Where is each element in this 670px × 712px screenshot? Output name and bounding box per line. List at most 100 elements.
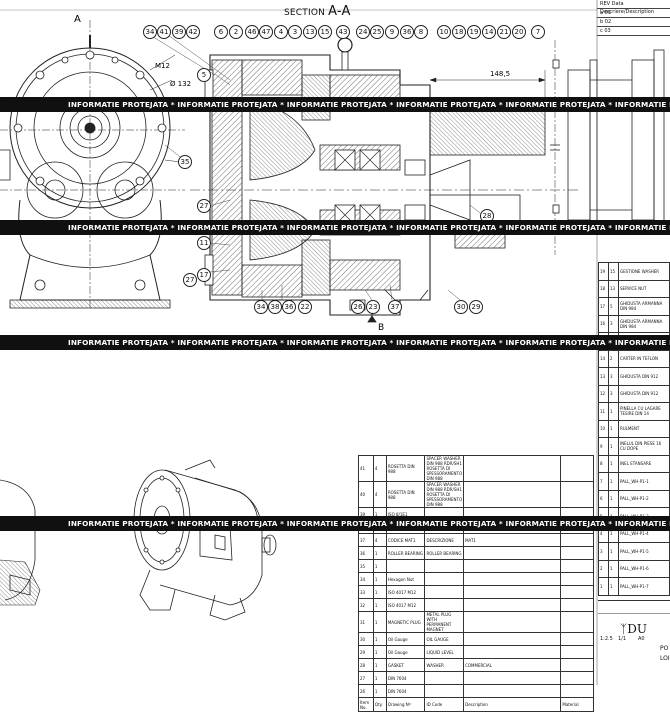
table-cell: GHIDUSTA DIN 912 <box>618 384 670 403</box>
table-cell: 1 <box>372 645 387 659</box>
table-cell: 6 <box>598 489 609 508</box>
table-cell: 1 <box>608 437 619 456</box>
dim-length: 148,5 <box>490 70 510 78</box>
item-balloon: 2 <box>229 25 243 39</box>
table-cell <box>424 585 465 599</box>
table-cell: 12 <box>598 384 609 403</box>
table-cell <box>560 585 594 599</box>
item-balloon: 47 <box>259 25 273 39</box>
isometric-view <box>0 459 277 621</box>
item-balloon: 17 <box>197 268 211 282</box>
table-cell <box>463 455 562 482</box>
table-cell: 1 <box>372 598 387 612</box>
table-cell <box>463 645 562 659</box>
item-balloon: 26 <box>351 300 365 314</box>
item-balloon: 20 <box>512 25 526 39</box>
table-cell: PINELLA CU LAGARE TESIRE DIN 14 <box>618 402 670 421</box>
table-cell: CARTER IN TEFLON <box>618 349 670 368</box>
table-header-cell: Description <box>463 697 562 712</box>
table-cell: PALL_WH-P1-6 <box>618 559 670 578</box>
item-balloon: 37 <box>388 300 402 314</box>
table-cell: WASHER <box>424 658 465 672</box>
table-cell: 9 <box>598 437 609 456</box>
table-cell: SERVICE NUT <box>618 279 670 298</box>
table-cell: ISO 4017 M12 <box>385 585 426 599</box>
table-cell: 15 <box>608 262 619 281</box>
item-balloon: 22 <box>298 300 312 314</box>
table-cell: 1 <box>608 419 619 438</box>
table-cell: METAL PLUG WITH PERMANENT MAGNET <box>424 611 465 633</box>
table-cell: 28 <box>358 658 374 672</box>
table-cell: 1 <box>372 632 387 646</box>
table-cell: 29 <box>358 645 374 659</box>
table-cell: INEL ETANSARE <box>618 454 670 473</box>
item-balloon: 27 <box>197 199 211 213</box>
sheet-value: 1/1 <box>618 636 627 642</box>
protected-info-banner: INFORMATIE PROTEJATA * INFORMATIE PROTEJ… <box>0 516 670 531</box>
table-cell <box>463 481 562 508</box>
item-balloon: 43 <box>336 25 350 39</box>
revision-row: c 03 <box>597 27 670 36</box>
table-header-cell: Item No. <box>358 697 374 712</box>
table-cell <box>560 533 594 547</box>
item-balloon: 34 <box>254 300 268 314</box>
table-cell: 1 <box>608 402 619 421</box>
table-cell: 10 <box>598 419 609 438</box>
table-cell: GESTIONE WASHER <box>618 262 670 281</box>
table-cell: 27 <box>358 671 374 685</box>
table-cell <box>560 572 594 586</box>
table-cell <box>560 658 594 672</box>
table-cell: Oil Gauge <box>385 632 426 646</box>
table-cell: 32 <box>358 598 374 612</box>
table-cell: Oil Gauge <box>385 645 426 659</box>
item-balloon: 39 <box>172 25 186 39</box>
protected-info-banner: INFORMATIE PROTEJATA * INFORMATIE PROTEJ… <box>0 335 670 350</box>
protected-info-banner: INFORMATIE PROTEJATA * INFORMATIE PROTEJ… <box>0 220 670 235</box>
table-cell: CODICE MAT1 <box>385 533 426 547</box>
item-balloon: 38 <box>268 300 282 314</box>
table-cell: 3 <box>598 542 609 561</box>
drawing-name: PO <box>660 645 669 652</box>
item-balloon: 27 <box>183 273 197 287</box>
title-block: ᛉDU 1:2.5 1/1 A0 PO LOI <box>598 600 670 686</box>
table-cell: 3 <box>608 384 619 403</box>
table-header-cell: ID Code <box>424 697 465 712</box>
item-balloon: 24 <box>356 25 370 39</box>
item-balloon: 36 <box>282 300 296 314</box>
table-cell: ROSETTA DIN 988 <box>385 481 426 508</box>
table-cell: 35 <box>358 559 374 573</box>
table-cell: 34 <box>358 572 374 586</box>
table-cell: ROLLER BEARING <box>424 546 465 560</box>
table-cell: OIL GAUGE <box>424 632 465 646</box>
table-cell: 1 <box>372 671 387 685</box>
table-cell: 2 <box>598 559 609 578</box>
table-cell: 1 <box>372 611 387 633</box>
table-cell: MAT1 <box>463 533 562 547</box>
table-cell: 1 <box>608 489 619 508</box>
table-cell <box>424 572 465 586</box>
item-balloon: 14 <box>482 25 496 39</box>
table-cell: 11 <box>598 402 609 421</box>
table-cell: 16 <box>598 314 609 333</box>
view-label-b: B <box>378 323 384 333</box>
table-cell <box>463 671 562 685</box>
table-cell: 1 <box>608 454 619 473</box>
table-cell: DESCRIZIONE <box>424 533 465 547</box>
